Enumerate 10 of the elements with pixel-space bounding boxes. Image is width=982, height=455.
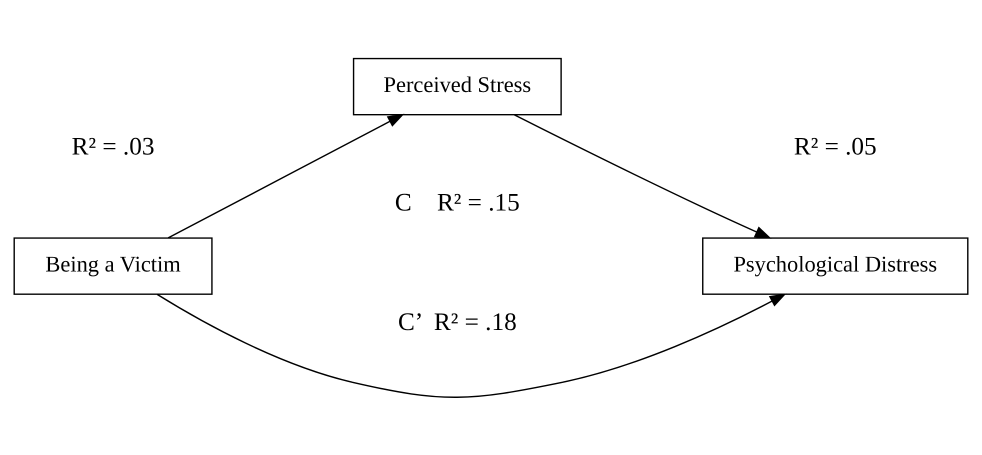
- arrow: [156, 292, 786, 398]
- node-box: Psychological Distress: [702, 236, 968, 294]
- node-box: Being a Victim: [14, 236, 213, 294]
- label: C’ R² = .18: [398, 308, 517, 336]
- node-box: Perceived Stress: [352, 57, 562, 115]
- label: R² = .05: [794, 133, 877, 160]
- label: R² = .03: [72, 133, 154, 160]
- label: C R² = .15: [394, 189, 520, 216]
- arrow: [514, 114, 772, 238]
- arrow: [168, 113, 404, 238]
